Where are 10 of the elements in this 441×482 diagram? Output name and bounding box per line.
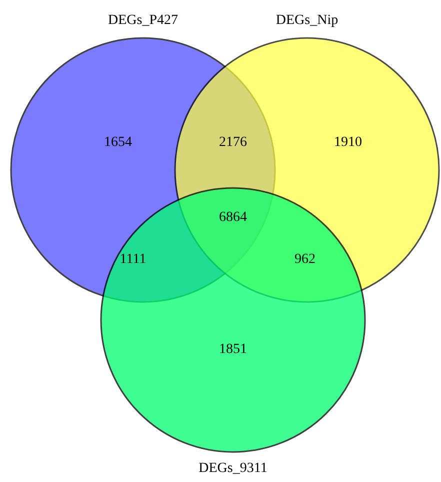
set-label: DEGs_Nip: [276, 13, 338, 29]
set-label: DEGs_9311: [198, 461, 268, 477]
count-label: 1654: [104, 135, 132, 151]
count-label: 962: [294, 252, 316, 268]
count-label: 1910: [334, 135, 362, 151]
set-label: DEGs_P427: [108, 13, 178, 29]
count-label: 2176: [219, 135, 247, 151]
count-label: 6864: [219, 210, 247, 226]
count-label: 1111: [120, 252, 146, 268]
count-label: 1851: [219, 342, 247, 358]
